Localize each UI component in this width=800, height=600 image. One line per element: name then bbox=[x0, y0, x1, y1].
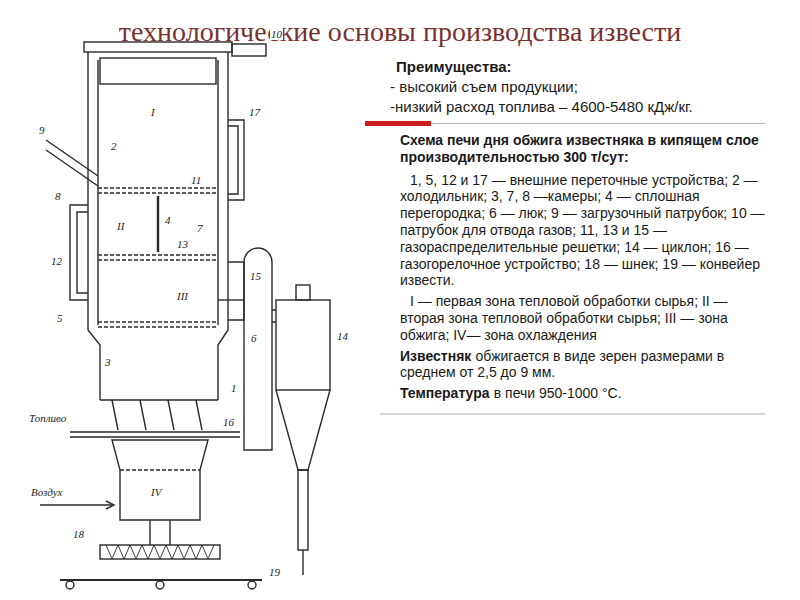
air-pipe bbox=[40, 504, 112, 505]
slide-text: Схема печи дня обжига известняка в кипящ… bbox=[400, 132, 759, 165]
slide-text: 1, 5, 12 и 17 — внешние переточные устро… bbox=[400, 172, 765, 289]
slide-text: в печи 950-1000 °С. bbox=[494, 385, 622, 401]
discharge-pipe bbox=[150, 520, 170, 545]
cooler bbox=[112, 440, 208, 520]
slide-text: -низкий расход топлива – 4600-5480 кДж/к… bbox=[390, 98, 693, 115]
callout-number: 5 bbox=[56, 312, 64, 324]
dip-leg bbox=[298, 470, 308, 550]
grid bbox=[120, 469, 200, 470]
callout-number: Воздух bbox=[30, 486, 63, 498]
callout-number: 7 bbox=[196, 222, 204, 234]
callout-number: IV bbox=[150, 486, 162, 498]
top-chamber bbox=[100, 58, 216, 84]
callout-number: 6 bbox=[250, 332, 258, 344]
kiln-lower-body bbox=[88, 330, 228, 400]
cyclone-cone bbox=[276, 390, 330, 470]
riser bbox=[244, 248, 272, 450]
overflow-device bbox=[70, 205, 88, 300]
text-block: -низкий расход топлива – 4600-5480 кДж/к… bbox=[390, 98, 770, 116]
text-block: Известнякобжигается в виде зерен размера… bbox=[400, 348, 772, 382]
text-block: 1, 5, 12 и 17 — внешние переточные устро… bbox=[400, 172, 772, 290]
slide-text: I — первая зона тепловой обработки сырья… bbox=[400, 293, 728, 343]
partition bbox=[157, 196, 159, 252]
fuel-manifold bbox=[70, 432, 240, 437]
callout-number: 14 bbox=[336, 330, 349, 342]
text-block: Преимущества: bbox=[396, 58, 766, 76]
callout-number: 18 bbox=[72, 528, 85, 540]
roller bbox=[248, 581, 256, 589]
text-block: I — первая зона тепловой обработки сырья… bbox=[400, 293, 772, 343]
kiln-shell bbox=[88, 52, 228, 330]
red-bar bbox=[365, 121, 431, 126]
callout-number: 11 bbox=[190, 174, 202, 186]
slide-text: Преимущества: bbox=[396, 58, 512, 75]
callout-number: 2 bbox=[110, 140, 118, 152]
callout-number: I bbox=[150, 106, 156, 118]
rule-line bbox=[431, 123, 765, 124]
roller bbox=[66, 581, 74, 589]
text-block: Температурав печи 950-1000 °С. bbox=[400, 385, 772, 402]
cyclone-body bbox=[276, 300, 330, 390]
callout-number: 16 bbox=[222, 416, 235, 428]
feed-pipe bbox=[46, 140, 98, 186]
callout-number: 13 bbox=[176, 238, 189, 250]
text-block: - высокий съем продукции; bbox=[390, 78, 770, 96]
kiln-duct bbox=[218, 299, 244, 300]
callout-number: 12 bbox=[50, 255, 63, 267]
screw-housing bbox=[100, 545, 220, 559]
grid bbox=[98, 322, 218, 327]
callout-number: 3 bbox=[104, 356, 112, 368]
callout-number: Топливо bbox=[28, 412, 67, 424]
grid bbox=[98, 255, 218, 260]
callout-number: III bbox=[176, 290, 189, 302]
overflow-device bbox=[228, 120, 244, 200]
slide-title: технологические основы производства изве… bbox=[119, 16, 681, 48]
grid bbox=[98, 188, 218, 193]
callout-number: 4 bbox=[164, 214, 172, 226]
callout-number: 9 bbox=[38, 124, 46, 136]
callout-number: 1 bbox=[230, 382, 238, 394]
cyclone-outlet bbox=[296, 285, 310, 300]
slide-text: Известняк bbox=[400, 348, 471, 364]
callout-number: 17 bbox=[248, 106, 261, 118]
text-block: Схема печи дня обжига известняка в кипящ… bbox=[400, 132, 765, 166]
callout-number: 15 bbox=[249, 270, 262, 282]
overflow-device bbox=[228, 262, 244, 320]
callout-number: 8 bbox=[54, 190, 62, 202]
callout-number: II bbox=[116, 220, 125, 232]
callout-number: 19 bbox=[268, 566, 281, 578]
slide-text: Температура bbox=[400, 385, 490, 401]
return-pipe bbox=[302, 550, 303, 575]
callout-number: 10 bbox=[270, 28, 283, 40]
burner-nozzles bbox=[112, 400, 202, 430]
slide-text: - высокий съем продукции; bbox=[390, 78, 578, 95]
roller bbox=[156, 581, 164, 589]
air-arrow bbox=[106, 501, 114, 509]
rule-line bbox=[380, 413, 765, 414]
screw bbox=[106, 545, 214, 559]
kiln-outline bbox=[40, 42, 330, 589]
